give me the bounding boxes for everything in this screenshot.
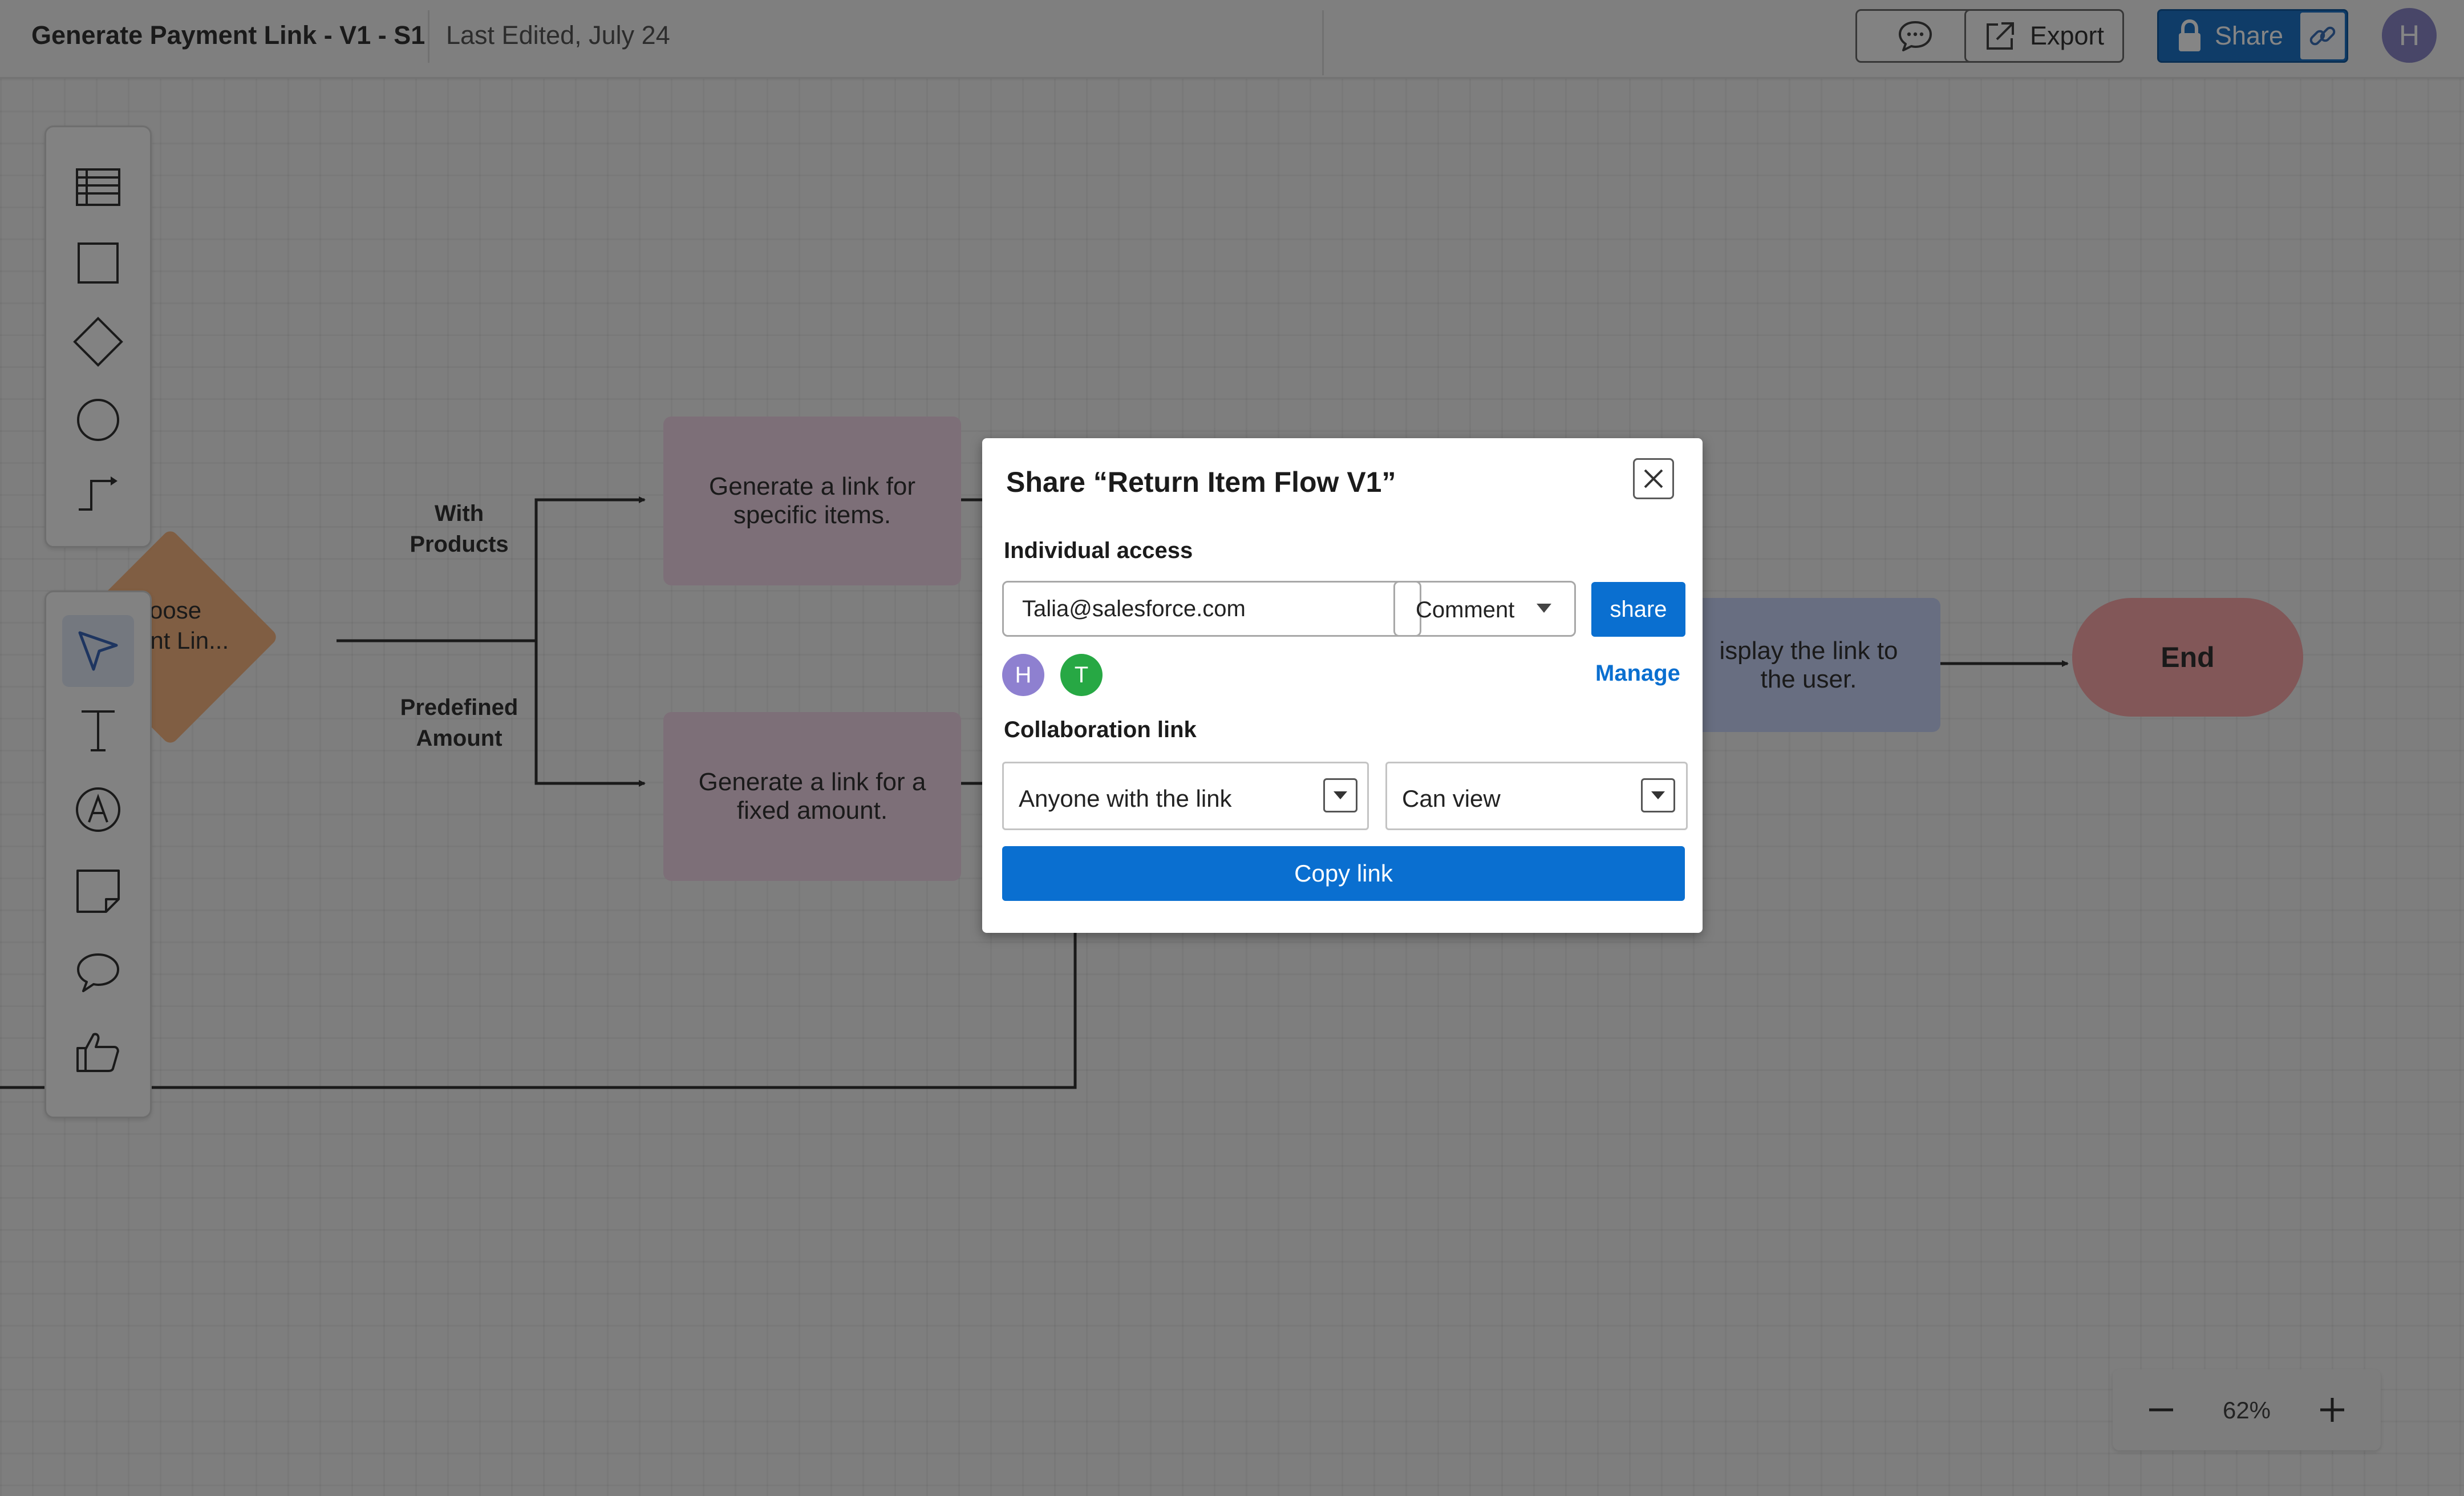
pen-tool[interactable] xyxy=(62,774,134,846)
permission-select[interactable]: Comment xyxy=(1393,581,1576,637)
decision-label-line2: ent Lin... xyxy=(137,627,229,654)
share-button[interactable]: Share xyxy=(2157,9,2348,63)
connector-with-products xyxy=(534,496,646,641)
link-scope-value: Anyone with the link xyxy=(1019,785,1232,812)
process-node-specific-items[interactable]: Generate a link for specific items. xyxy=(663,417,961,585)
permission-value: Comment xyxy=(1416,597,1515,622)
zoom-control: 62% xyxy=(2113,1369,2381,1450)
rectangle-tool[interactable] xyxy=(62,227,134,299)
external-link-icon xyxy=(1986,22,2014,50)
connector-predefined xyxy=(534,641,646,787)
process-node-fixed-amount[interactable]: Generate a link for a fixed amount. xyxy=(663,712,961,881)
invite-share-button[interactable]: share xyxy=(1591,582,1685,637)
text-tool[interactable] xyxy=(62,694,134,766)
comment-tool[interactable] xyxy=(62,937,134,1009)
connector-loop-back xyxy=(0,933,1077,1089)
header-divider xyxy=(1322,10,1324,75)
share-dialog: Share “Return Item Flow V1” Individual a… xyxy=(982,438,1703,933)
sticky-note-tool[interactable] xyxy=(62,855,134,927)
pointer-icon xyxy=(78,631,118,671)
zoom-in-button[interactable] xyxy=(2312,1390,2352,1430)
edge-label-with-products: With Products xyxy=(410,501,509,557)
link-permission-value: Can view xyxy=(1402,785,1501,812)
lock-icon xyxy=(2178,19,2200,51)
link-permission-dropdown-button[interactable] xyxy=(1641,778,1675,812)
reaction-tool[interactable] xyxy=(62,1016,134,1087)
top-bar: Generate Payment Link - V1 - S1 Last Edi… xyxy=(0,0,2464,79)
end-node[interactable]: End xyxy=(2072,598,2303,717)
table-tool[interactable] xyxy=(62,151,134,223)
decision-label-line1: oose xyxy=(149,597,202,624)
close-button[interactable] xyxy=(1633,458,1674,499)
share-label: Share xyxy=(2214,21,2284,50)
collaborator-avatar[interactable]: T xyxy=(1060,654,1103,696)
zoom-level: 62% xyxy=(2222,1397,2271,1424)
email-field[interactable] xyxy=(1002,581,1421,637)
circle-icon xyxy=(77,399,119,441)
link-permission-select[interactable]: Can view xyxy=(1385,762,1688,830)
chevron-down-icon xyxy=(1334,791,1347,799)
connector-icon xyxy=(79,476,117,511)
drawing-palette xyxy=(44,591,152,1118)
last-edited-text: Last Edited, July 24 xyxy=(446,21,670,50)
circle-tool[interactable] xyxy=(62,384,134,456)
plus-icon xyxy=(2320,1398,2344,1422)
individual-access-label: Individual access xyxy=(1004,538,1193,563)
rectangle-icon xyxy=(78,242,119,284)
diamond-icon xyxy=(73,317,123,367)
minus-icon xyxy=(2149,1408,2173,1412)
link-scope-select[interactable]: Anyone with the link xyxy=(1002,762,1369,830)
chevron-down-icon xyxy=(1537,604,1551,613)
pen-icon xyxy=(76,787,120,832)
close-icon xyxy=(1644,469,1663,488)
comment-icon xyxy=(77,953,119,992)
sticky-note-icon xyxy=(76,870,120,913)
dialog-title: Share “Return Item Flow V1” xyxy=(1006,466,1396,498)
pointer-tool[interactable] xyxy=(62,615,134,687)
share-main[interactable]: Share xyxy=(2159,11,2301,61)
edge-label-predefined-amount: Predefined Amount xyxy=(400,695,518,751)
manage-link[interactable]: Manage xyxy=(1595,661,1680,686)
copy-link-button[interactable]: Copy link xyxy=(1002,846,1685,901)
process-node-display-link[interactable]: isplay the link to the user. xyxy=(1677,598,1940,732)
export-label: Export xyxy=(2029,21,2105,50)
table-icon xyxy=(76,168,120,206)
text-icon xyxy=(82,710,115,751)
shape-palette xyxy=(44,126,152,548)
diamond-tool[interactable] xyxy=(62,306,134,378)
export-button[interactable]: Export xyxy=(1964,9,2124,63)
collaborator-avatar[interactable]: H xyxy=(1002,654,1044,696)
zoom-out-button[interactable] xyxy=(2141,1390,2181,1430)
speech-bubble-icon xyxy=(1899,21,1932,51)
chevron-down-icon xyxy=(1651,791,1665,799)
user-avatar[interactable]: H xyxy=(2382,8,2437,63)
document-title[interactable]: Generate Payment Link - V1 - S1 xyxy=(31,21,425,50)
thumbs-up-icon xyxy=(76,1033,119,1072)
collaboration-link-label: Collaboration link xyxy=(1004,717,1197,742)
link-icon xyxy=(2309,26,2336,46)
header-divider xyxy=(428,10,429,63)
link-scope-dropdown-button[interactable] xyxy=(1323,778,1357,812)
copy-share-link-button[interactable] xyxy=(2300,13,2345,59)
connector-tool[interactable] xyxy=(62,457,134,529)
